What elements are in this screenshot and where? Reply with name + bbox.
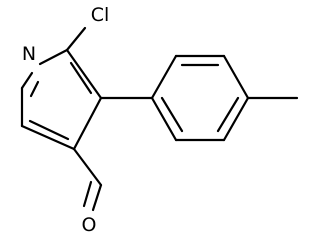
bond-c2-c3 (65, 48, 103, 100)
bond-a6-a1-inner (160, 96, 184, 133)
atom-label-oxygen: O (82, 214, 97, 236)
bond-a1-a2 (150, 54, 178, 100)
bond-a4-a5-inner (216, 96, 240, 133)
bond-c2-cl (65, 26, 87, 52)
atom-label-nitrogen: N (22, 43, 36, 65)
chemical-structure-diagram: N Cl O (20, 4, 299, 236)
bond-c4-c5 (20, 124, 76, 151)
bond-a4-a5 (222, 96, 250, 142)
bond-c4-cho (72, 147, 103, 187)
atom-label-chlorine: Cl (91, 4, 110, 26)
bond-a6-a1 (150, 96, 178, 142)
aldehyde-group (72, 147, 103, 212)
bond-c6-n1-inner (29, 80, 40, 98)
tolyl-ring (150, 54, 250, 142)
bond-a3-a4 (222, 54, 250, 100)
bond-c2-c3-inner (69, 61, 93, 95)
bond-c-o (91, 183, 103, 212)
bond-c6-n1 (20, 71, 34, 90)
bond-c4-c5-inner (28, 119, 70, 141)
bond-c3-c4 (72, 96, 103, 151)
bond-c-o-inner (82, 180, 93, 208)
bond-n1-c2 (38, 48, 69, 66)
pyridine-ring (20, 48, 103, 151)
